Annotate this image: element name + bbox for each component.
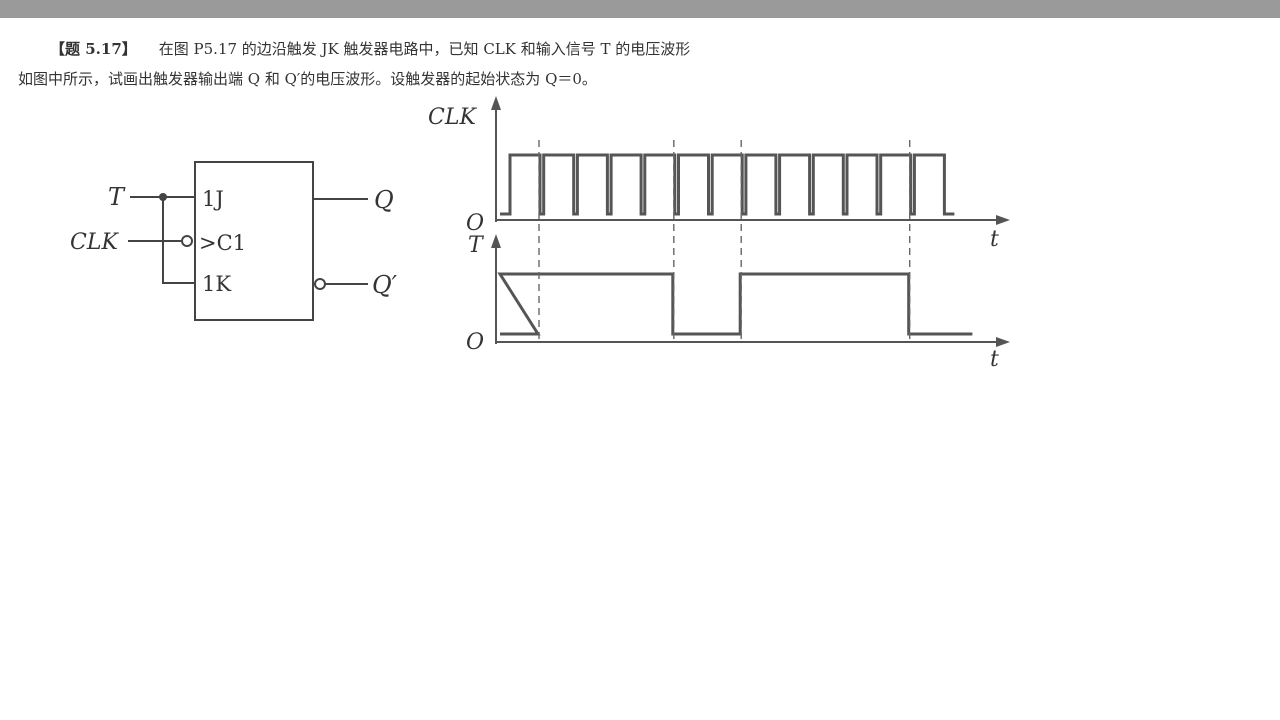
pin-c1-label: >C1 <box>199 231 246 255</box>
output-q-label: Q <box>374 186 394 214</box>
pin-1k-label: 1K <box>202 272 231 296</box>
clk-y-arrow <box>491 96 501 110</box>
t-waveform <box>497 272 973 336</box>
problem-text: 【题 5.17】 在图 P5.17 的边沿触发 JK 触发器电路中，已知 CLK … <box>18 34 1018 94</box>
flipflop-box <box>194 161 314 321</box>
clk-axis-label: CLK <box>428 105 477 130</box>
problem-line-1: 【题 5.17】 在图 P5.17 的边沿触发 JK 触发器电路中，已知 CLK … <box>18 34 1018 64</box>
t-axis-label: T <box>468 233 485 258</box>
top-bar <box>0 0 1280 18</box>
clk-x-arrow <box>996 215 1010 225</box>
t-y-arrow <box>491 234 501 248</box>
t-to-1k-wire <box>162 197 195 284</box>
t-time-label: t <box>990 347 999 372</box>
output-qn-label: Q′ <box>372 271 398 299</box>
qn-inversion-bubble <box>314 278 326 290</box>
input-clk-label: CLK <box>70 230 119 255</box>
input-t-label: T <box>108 183 126 211</box>
clk-time-label: t <box>990 227 999 252</box>
clk-inversion-bubble <box>181 235 193 247</box>
clk-waveform <box>500 153 955 216</box>
timing-diagram: CLK O t T O t <box>428 96 1010 372</box>
clk-origin-label: O <box>466 211 484 236</box>
problem-line-2: 如图中所示，试画出触发器输出端 Q 和 Q′的电压波形。设触发器的起始状态为 Q… <box>18 70 597 88</box>
jk-flipflop-circuit: T CLK 1J >C1 1K Q Q′ <box>70 161 398 321</box>
pin-1j-label: 1J <box>202 187 224 211</box>
problem-tag: 【题 5.17】 <box>50 40 137 58</box>
problem-line-1-text: 在图 P5.17 的边沿触发 JK 触发器电路中，已知 CLK 和输入信号 T … <box>158 40 691 58</box>
t-x-arrow <box>996 337 1010 347</box>
alignment-dashed-lines <box>538 140 911 340</box>
t-origin-label: O <box>466 330 484 355</box>
